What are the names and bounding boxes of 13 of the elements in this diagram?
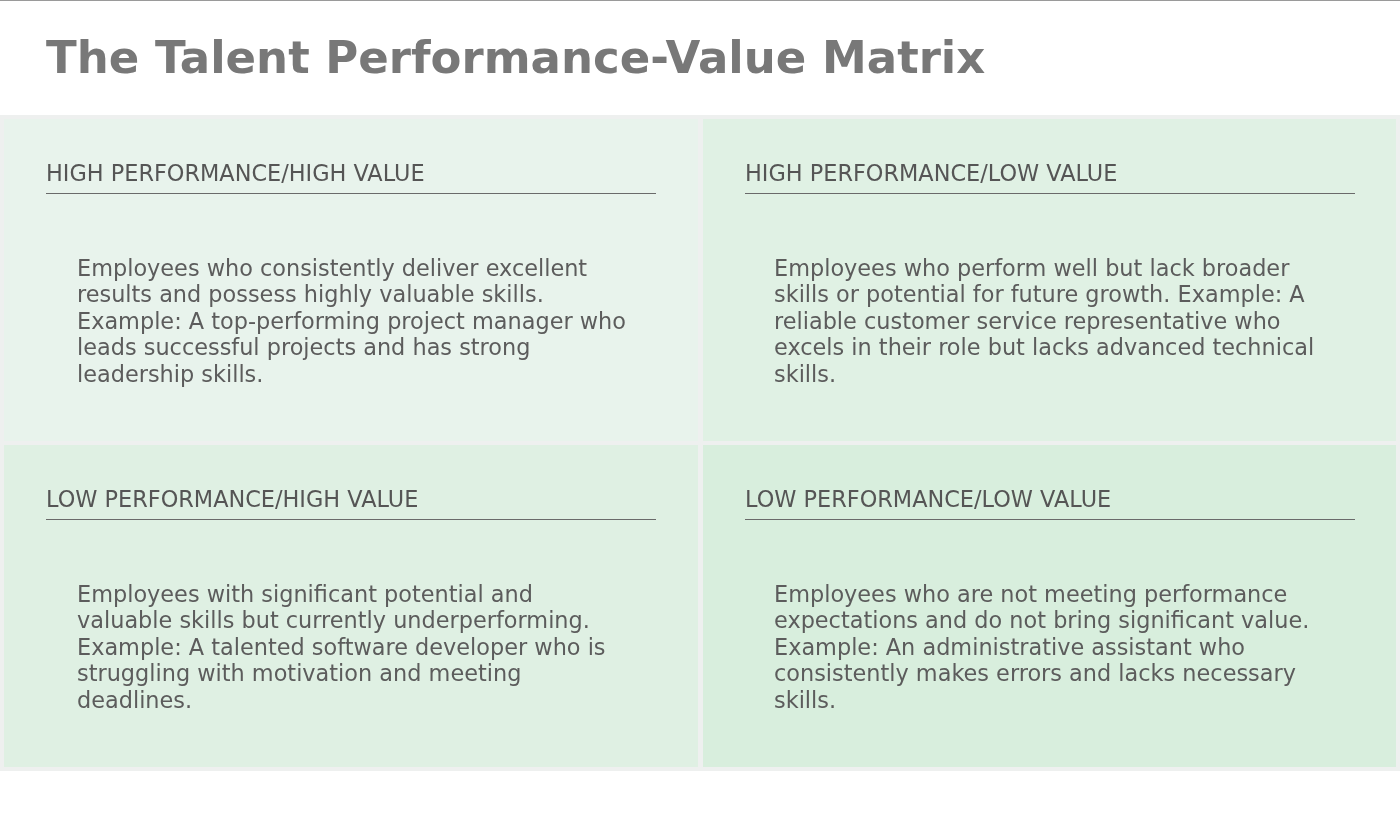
quadrant-heading: HIGH PERFORMANCE/LOW VALUE bbox=[745, 161, 1355, 194]
quadrant-panel bbox=[4, 119, 698, 441]
quadrant-heading: HIGH PERFORMANCE/HIGH VALUE bbox=[46, 161, 656, 194]
quadrant-panel bbox=[703, 445, 1396, 767]
quadrant-heading: LOW PERFORMANCE/HIGH VALUE bbox=[46, 487, 656, 520]
quadrant-description: Employees who perform well but lack broader skills or potential for future growth. Example: A reliable customer service representative who excels in their role but lacks advanced technical skills. bbox=[774, 255, 1316, 388]
quadrant-description: Employees who are not meeting performance expectations and do not bring significant value. Example: An administrative assistant who consistently makes errors and lacks necessary skills. bbox=[774, 581, 1311, 714]
quadrant-description: Employees with significant potential and valuable skills but currently underperforming. Example: A talented software developer who is struggling with motivation and meeting deadlines. bbox=[77, 581, 607, 714]
quadrant-panel bbox=[703, 119, 1396, 441]
quadrant-panel bbox=[4, 445, 698, 767]
page-title: The Talent Performance-Value Matrix bbox=[46, 30, 986, 86]
quadrant-description: Employees who consistently deliver excellent results and possess highly valuable skills. Example: A top-performing project manager who leads successful projects and has strong leadership skills. bbox=[77, 255, 627, 388]
quadrant-heading: LOW PERFORMANCE/LOW VALUE bbox=[745, 487, 1355, 520]
